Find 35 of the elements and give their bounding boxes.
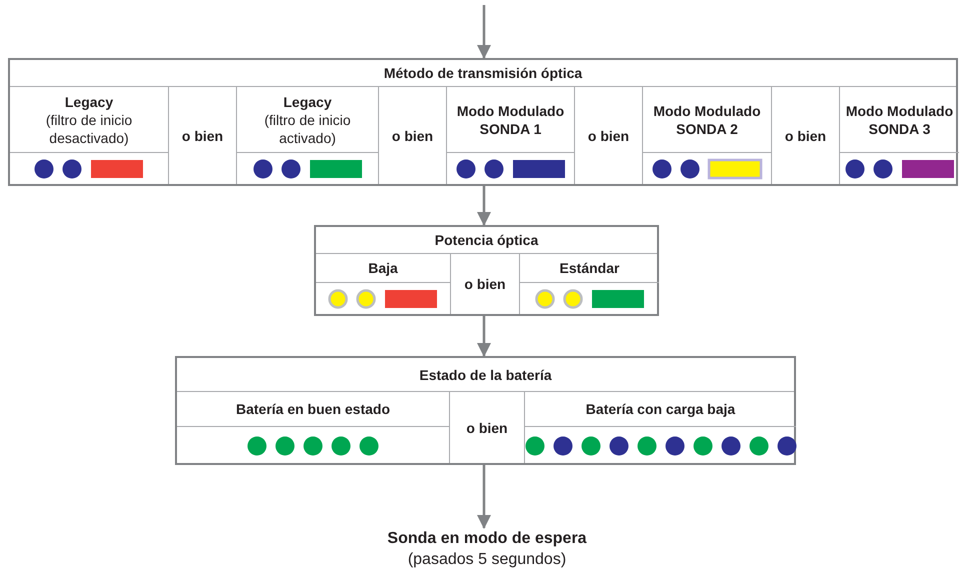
status-table	[8, 58, 958, 186]
alternative-label: o bien	[466, 418, 508, 436]
state-note: (pasados 5 segundos)	[406, 550, 568, 570]
table-title: Método de transmisión óptica	[384, 65, 582, 81]
option-label: Legacy	[283, 92, 332, 110]
arrow	[477, 316, 491, 357]
option-label: Batería con carga baja	[586, 400, 736, 418]
arrow	[477, 5, 491, 59]
option-label: Modo Modulado SONDA 2	[652, 102, 762, 138]
option-label: Modo Modulado SONDA 3	[844, 102, 954, 138]
option-cell	[446, 87, 574, 184]
option-label: Modo Modulado SONDA 1	[456, 102, 566, 138]
option-cell	[236, 87, 378, 184]
alternative-label: o bien	[182, 126, 224, 144]
option-cell	[519, 254, 659, 314]
option-cell	[524, 392, 796, 463]
alternative-label: o bien	[392, 126, 434, 144]
alternative-label: o bien	[464, 275, 506, 293]
arrow	[477, 186, 491, 226]
option-label: Baja	[368, 259, 398, 277]
alternative-label: o bien	[588, 126, 630, 144]
option-label: Legacy	[64, 92, 114, 110]
option-label: Estándar	[560, 259, 620, 277]
status-table	[314, 225, 659, 316]
option-cell	[839, 87, 959, 184]
state-heading: Sonda en modo de espera	[386, 529, 588, 549]
arrow	[477, 465, 491, 529]
option-label: Batería en buen estado	[236, 400, 390, 418]
status-table	[175, 356, 796, 465]
option-note: (filtro de inicio desactivado)	[44, 110, 134, 146]
table-title: Estado de la batería	[419, 366, 552, 382]
option-note: (filtro de inicio activado)	[263, 110, 352, 146]
table-title: Potencia óptica	[434, 232, 538, 248]
option-cell	[642, 87, 771, 184]
alternative-label: o bien	[784, 126, 826, 144]
